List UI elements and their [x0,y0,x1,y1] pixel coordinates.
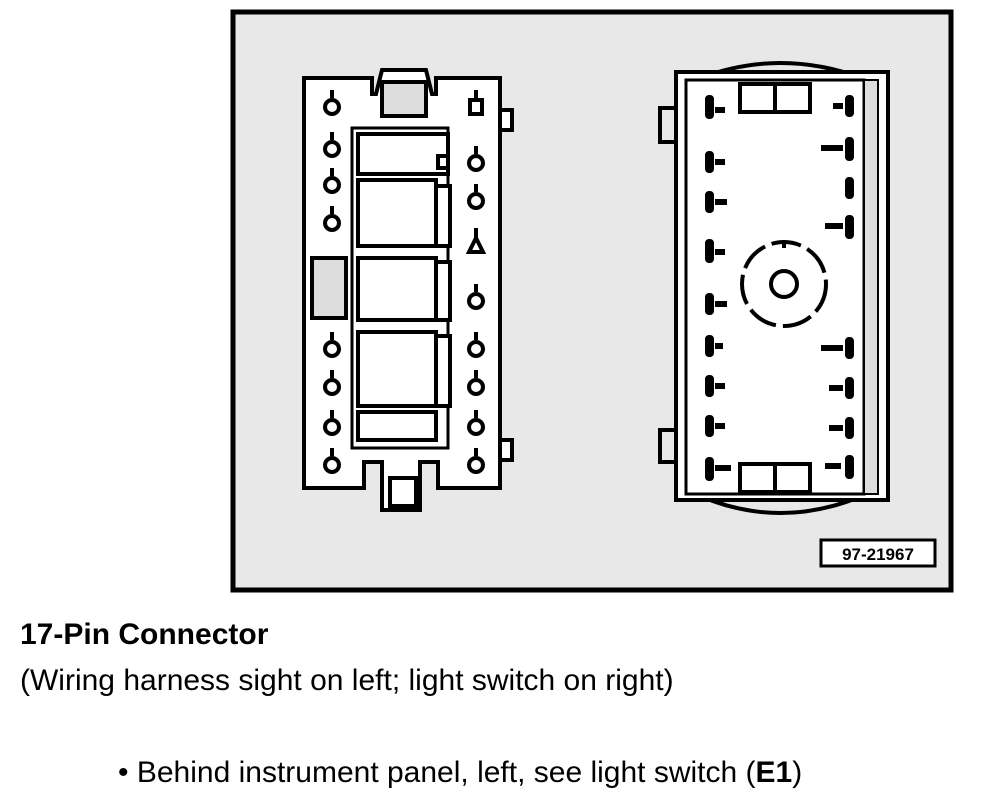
pin-terminal [467,370,485,396]
switch-contact [845,417,854,439]
pin-terminal [467,146,485,172]
pin-terminal [323,90,341,116]
switch-contact [705,151,714,173]
harness-side-slot [434,260,452,322]
pin-terminal [467,284,485,310]
switch-contact [705,95,714,119]
caption-title: 17-Pin Connector [20,618,269,651]
pin-terminal [467,184,485,210]
switch-right-strip [863,79,879,495]
harness-top-key [380,80,428,118]
harness-cavity [356,132,450,176]
light-switch [658,61,890,515]
switch-contact [845,337,854,359]
pin-terminal [468,90,484,116]
component-code: E1 [755,756,793,789]
harness-bottom-key [388,476,418,508]
switch-contact [845,215,854,239]
pin-terminal [467,448,485,474]
harness-side-slot [434,334,452,408]
reference-code: 97-21967 [842,545,914,564]
switch-contact [845,177,854,199]
switch-contact [705,457,714,481]
pin-terminal [323,132,341,158]
switch-clip-top [658,106,676,144]
harness-connector [302,68,514,512]
switch-contact [705,415,714,437]
harness-side-slot [434,184,452,248]
note-line: • Behind instrument panel, left, see lig… [118,756,802,790]
switch-contact [845,137,854,161]
harness-cavity [356,178,438,248]
harness-latch-bottom [498,438,514,462]
note-text: Behind instrument panel, left, see light… [136,756,756,789]
connector-diagram: 97-21967 [230,9,954,593]
switch-contact [705,335,714,357]
harness-cavity [356,256,438,322]
pin-terminal [465,228,487,254]
harness-cavity [356,410,438,442]
harness-pins-right [465,90,487,474]
harness-cavity [356,330,438,408]
pin-terminal [323,448,341,474]
caption-subtitle: (Wiring harness sight on left; light swi… [20,664,674,697]
switch-contact [705,375,714,397]
switch-contact [845,377,854,399]
harness-cavity-marker [436,154,450,170]
pin-terminal [323,206,341,232]
note-text-end: ) [792,756,803,789]
switch-contact [705,191,714,213]
switch-clip-bottom [658,428,676,464]
harness-side-guide [310,256,348,320]
switch-contact [705,293,714,315]
pin-terminal [323,168,341,194]
reference-code-box [819,538,937,568]
pin-terminal [323,410,341,436]
pin-terminal [467,410,485,436]
harness-latch-top [498,108,514,132]
bullet-mark: • [118,756,129,789]
switch-housing-bottom-arc [699,494,863,515]
switch-contacts [705,95,854,481]
pin-terminal [323,332,341,358]
pin-terminal [323,370,341,396]
switch-contact [845,455,854,479]
switch-rotary-shaft [769,269,799,299]
pin-terminal [467,332,485,358]
harness-pins-left [323,90,341,474]
switch-contact [845,95,854,117]
switch-contact [705,239,714,263]
